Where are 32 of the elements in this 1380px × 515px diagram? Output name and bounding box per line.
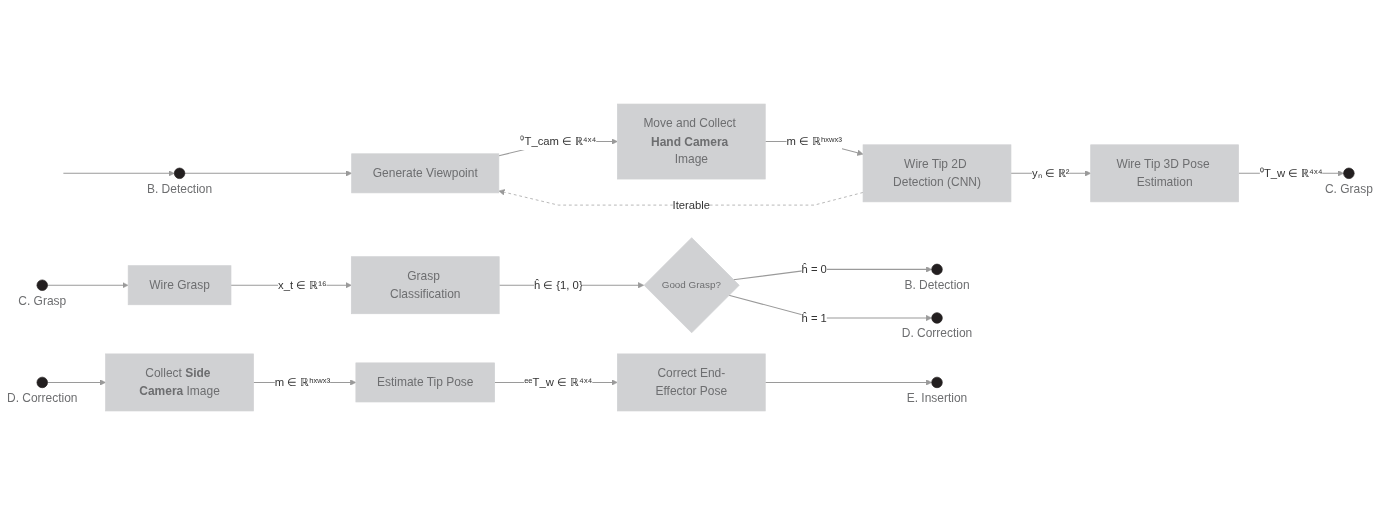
process-box: Collect Side Camera Image	[105, 353, 254, 412]
arrow	[764, 379, 932, 386]
terminal-label: B. Detection	[146, 181, 213, 196]
process-box: Grasp Classification	[350, 256, 500, 315]
arrow	[184, 170, 352, 177]
process-box: Wire Tip 2D Detection (CNN)	[862, 144, 1012, 203]
edge-label: ⁰T_cam ∈ ℝ⁴ˣ⁴	[520, 133, 597, 150]
arrow	[62, 170, 175, 177]
terminal-circle	[173, 167, 186, 179]
arrow	[47, 379, 106, 386]
terminal-label: D. Correction	[7, 390, 78, 405]
terminal-label: B. Detection	[904, 277, 970, 292]
process-box: Wire Tip 3D Pose Estimation	[1090, 144, 1239, 203]
process-box: Generate Viewpoint	[351, 153, 500, 194]
arrow	[47, 282, 129, 289]
terminal-circle	[36, 376, 48, 389]
process-box: Estimate Tip Pose	[355, 362, 495, 403]
terminal-label: C. Grasp	[18, 293, 67, 308]
terminal-circle	[36, 279, 48, 291]
terminal-circle	[931, 312, 943, 324]
terminal-label: E. Insertion	[906, 390, 968, 405]
terminal-label: C. Grasp	[1324, 181, 1373, 196]
terminal-circle	[931, 263, 943, 275]
terminal-circle	[1343, 167, 1355, 179]
process-box: Move and Collect Hand Camera Image	[617, 103, 766, 180]
process-box: Correct End-Effector Pose	[617, 353, 766, 412]
terminal-circle	[931, 376, 943, 389]
edge-label: ĥ ∈ {1, 0}	[533, 276, 583, 294]
terminal-label: D. Correction	[901, 326, 973, 341]
process-box: Wire Grasp	[127, 265, 232, 306]
edge-label: ⁰T_w ∈ ℝ⁴ˣ⁴	[1259, 164, 1323, 182]
decision-diamond: Good Grasp?	[643, 237, 740, 334]
